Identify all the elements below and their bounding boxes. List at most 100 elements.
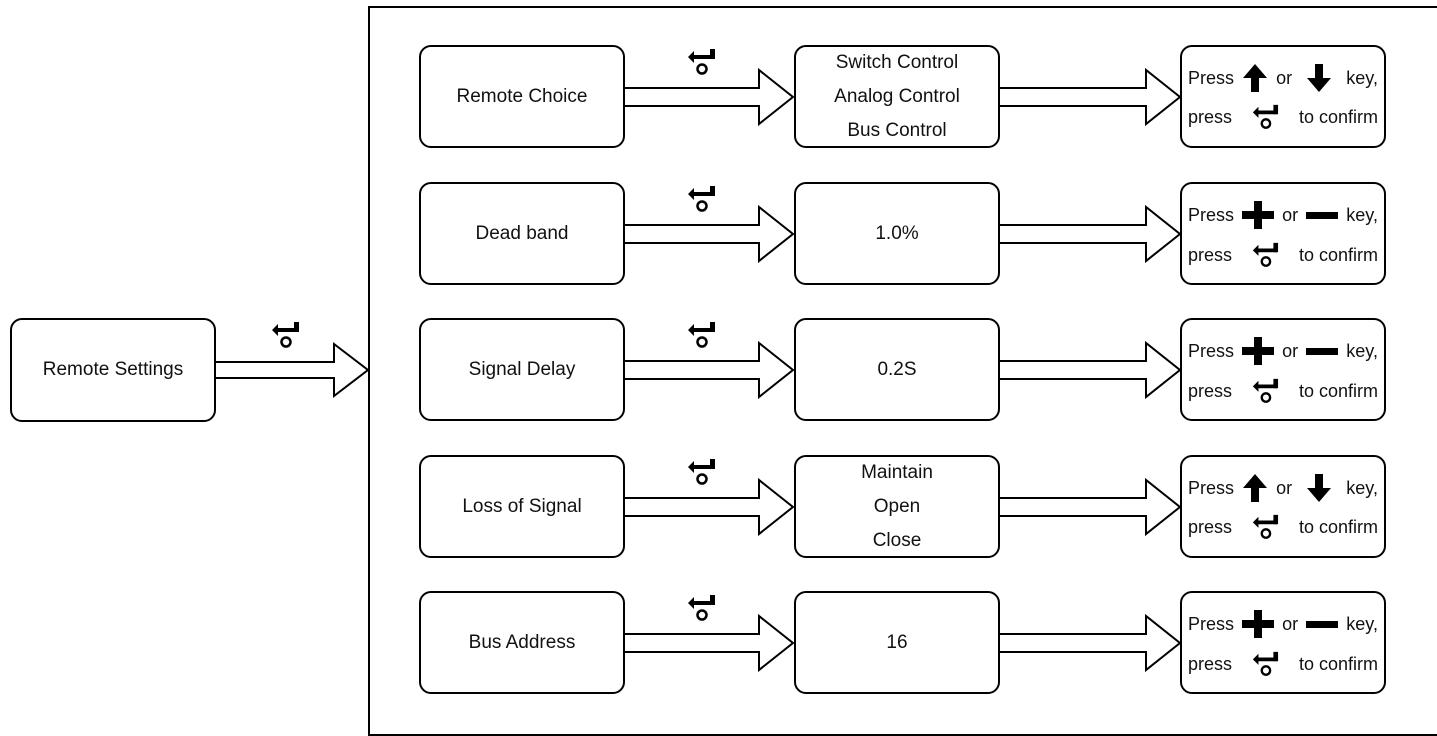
setting-name-label: Signal Delay (468, 358, 576, 380)
instruction-box: Press or key, press to confirm (1180, 591, 1386, 694)
instruction-line-1: Press or key, (1188, 608, 1378, 640)
instruction-or: or (1282, 204, 1299, 225)
instruction-or: or (1282, 613, 1299, 634)
enter-key-icon (1253, 104, 1279, 129)
instruction-to-confirm: to confirm (1298, 244, 1378, 265)
instruction-to-confirm: to confirm (1298, 516, 1378, 537)
instruction-or: or (1276, 477, 1293, 498)
instruction-line-2: press to confirm (1188, 513, 1378, 541)
instruction-key: key, (1346, 613, 1378, 634)
remote-settings-box: Remote Settings (10, 318, 216, 422)
enter-key-icon (688, 595, 715, 621)
instruction-key: key, (1346, 67, 1378, 88)
next-arrow (1000, 204, 1182, 264)
instruction-key: key, (1346, 204, 1378, 225)
setting-value: 0.2S (877, 358, 917, 380)
instruction-to-confirm: to confirm (1298, 653, 1378, 674)
instruction-box: Press or key, press to confirm (1180, 182, 1386, 285)
instruction-line-2: press to confirm (1188, 650, 1378, 678)
next-arrow (1000, 340, 1182, 400)
option-item: Bus Control (847, 119, 947, 141)
next-arrow (1000, 613, 1182, 673)
instruction-press: Press (1188, 204, 1235, 225)
setting-name-label: Bus Address (468, 631, 576, 653)
instruction-press-lower: press (1188, 380, 1233, 401)
up-arrow-icon (1243, 473, 1268, 502)
instruction-press: Press (1188, 477, 1235, 498)
minus-key-icon (1306, 620, 1339, 628)
instruction-press-lower: press (1188, 244, 1233, 265)
instruction-press: Press (1188, 613, 1235, 634)
down-arrow-icon (1307, 63, 1332, 92)
plus-key-icon (1242, 609, 1275, 638)
option-item: Open (873, 495, 921, 517)
enter-key-icon (1253, 651, 1279, 676)
enter-key-icon (688, 49, 715, 75)
instruction-box: Press or key, press to confirm (1180, 455, 1386, 558)
option-item: Maintain (861, 461, 933, 483)
plus-key-icon (1242, 336, 1275, 365)
instruction-line-2: press to confirm (1188, 241, 1378, 269)
next-arrow (1000, 67, 1182, 127)
setting-value: 1.0% (875, 222, 919, 244)
instruction-press: Press (1188, 67, 1235, 88)
minus-key-icon (1306, 347, 1339, 355)
instruction-line-1: Press or key, (1188, 473, 1378, 503)
next-arrow (1000, 477, 1182, 537)
instruction-line-1: Press or key, (1188, 63, 1378, 93)
setting-name-box: Remote Choice (419, 45, 625, 148)
enter-key-icon (1253, 242, 1279, 267)
enter-arrow (625, 477, 795, 537)
enter-key-icon (688, 322, 715, 348)
instruction-press-lower: press (1188, 106, 1233, 127)
instruction-or: or (1276, 67, 1293, 88)
instruction-box: Press or key, press to confirm (1180, 318, 1386, 421)
instruction-or: or (1282, 340, 1299, 361)
down-arrow-icon (1307, 473, 1332, 502)
instruction-to-confirm: to confirm (1298, 380, 1378, 401)
enter-key-icon (1253, 514, 1279, 539)
enter-key-icon (1253, 378, 1279, 403)
root-arrow (216, 341, 370, 399)
option-item: Close (872, 529, 922, 551)
instruction-press-lower: press (1188, 516, 1233, 537)
enter-key-icon (688, 186, 715, 212)
option-item: Analog Control (834, 85, 960, 107)
option-item: Switch Control (835, 51, 959, 73)
instruction-line-1: Press or key, (1188, 199, 1378, 231)
enter-key-icon (272, 322, 299, 348)
instruction-box: Press or key, press to confirm (1180, 45, 1386, 148)
instruction-press-lower: press (1188, 653, 1233, 674)
remote-settings-label: Remote Settings (42, 359, 184, 380)
setting-value-box: 0.2S (794, 318, 1000, 421)
instruction-to-confirm: to confirm (1298, 106, 1378, 127)
setting-name-label: Loss of Signal (462, 495, 582, 517)
up-arrow-icon (1243, 63, 1268, 92)
instruction-key: key, (1346, 477, 1378, 498)
setting-value: 16 (886, 631, 908, 653)
enter-arrow (625, 204, 795, 264)
setting-name-label: Remote Choice (456, 85, 588, 107)
enter-arrow (625, 67, 795, 127)
plus-key-icon (1242, 200, 1275, 229)
setting-value-box: 16 (794, 591, 1000, 694)
instruction-press: Press (1188, 340, 1235, 361)
setting-name-box: Loss of Signal (419, 455, 625, 558)
instruction-line-1: Press or key, (1188, 335, 1378, 367)
setting-name-label: Dead band (475, 222, 569, 244)
enter-key-icon (688, 459, 715, 485)
instruction-line-2: press to confirm (1188, 103, 1378, 131)
setting-name-box: Dead band (419, 182, 625, 285)
enter-arrow (625, 340, 795, 400)
minus-key-icon (1306, 211, 1339, 219)
setting-name-box: Bus Address (419, 591, 625, 694)
setting-name-box: Signal Delay (419, 318, 625, 421)
enter-arrow (625, 613, 795, 673)
instruction-line-2: press to confirm (1188, 377, 1378, 405)
setting-value-box: 1.0% (794, 182, 1000, 285)
instruction-key: key, (1346, 340, 1378, 361)
